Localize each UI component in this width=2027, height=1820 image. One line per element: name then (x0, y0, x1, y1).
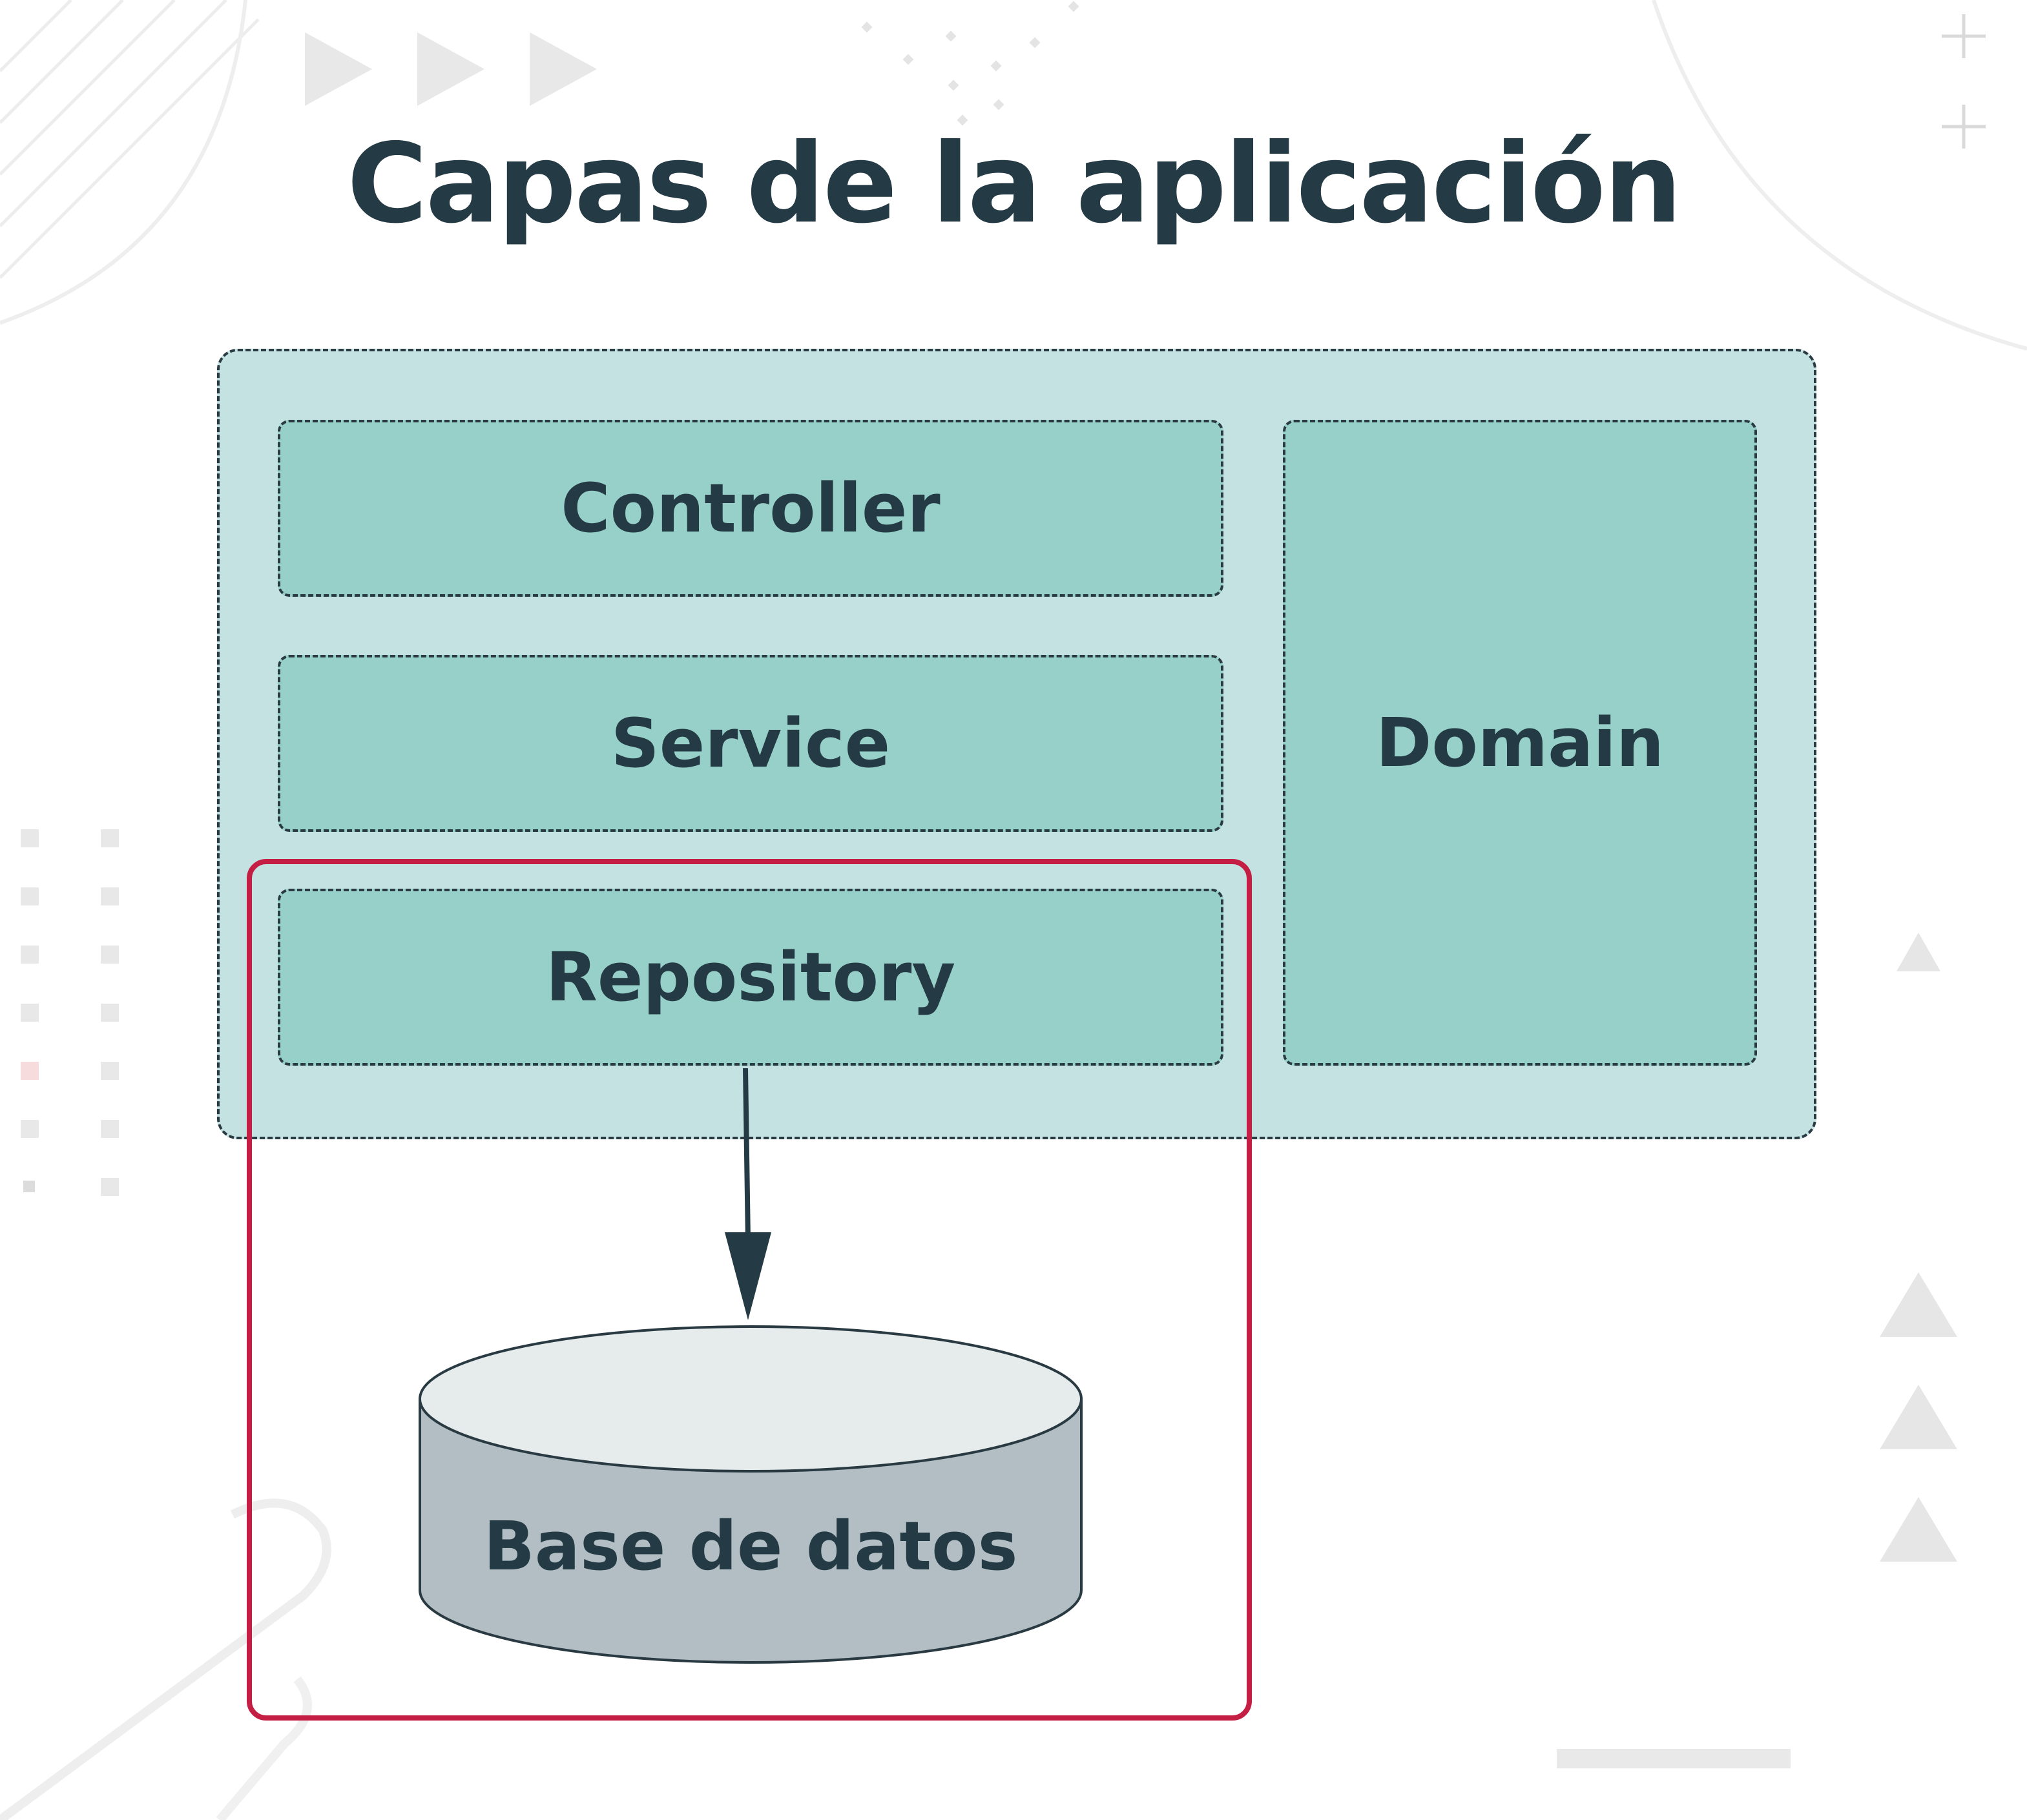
repository-database-highlight (247, 859, 1252, 1721)
curve-decoration-bottom-left (216, 1676, 312, 1820)
square-grid-decoration (21, 829, 119, 1196)
domain-layer: Domain (1283, 420, 1757, 1066)
arc-decoration-top-right (1652, 0, 2027, 351)
service-layer-label: Service (610, 704, 891, 783)
controller-layer: Controller (278, 420, 1223, 597)
service-layer: Service (278, 655, 1223, 832)
plus-marks-decoration (1942, 14, 1986, 149)
up-triangles-decoration (1880, 933, 1957, 1562)
loop-decoration-bottom-left (0, 1498, 331, 1820)
arc-decoration-top-left (0, 0, 247, 325)
bar-decoration (1557, 1749, 1791, 1768)
diagram-title: Capas de la aplicación (347, 120, 1682, 248)
database-label: Base de datos (483, 1507, 1018, 1586)
play-triangles-decoration (305, 32, 597, 106)
domain-layer-label: Domain (1375, 703, 1664, 782)
scattered-dots-decoration (861, 1, 1079, 126)
repository-layer: Repository (278, 889, 1223, 1066)
repository-layer-label: Repository (545, 938, 956, 1017)
diagonal-lines-decoration (0, 0, 260, 279)
controller-layer-label: Controller (561, 469, 941, 548)
